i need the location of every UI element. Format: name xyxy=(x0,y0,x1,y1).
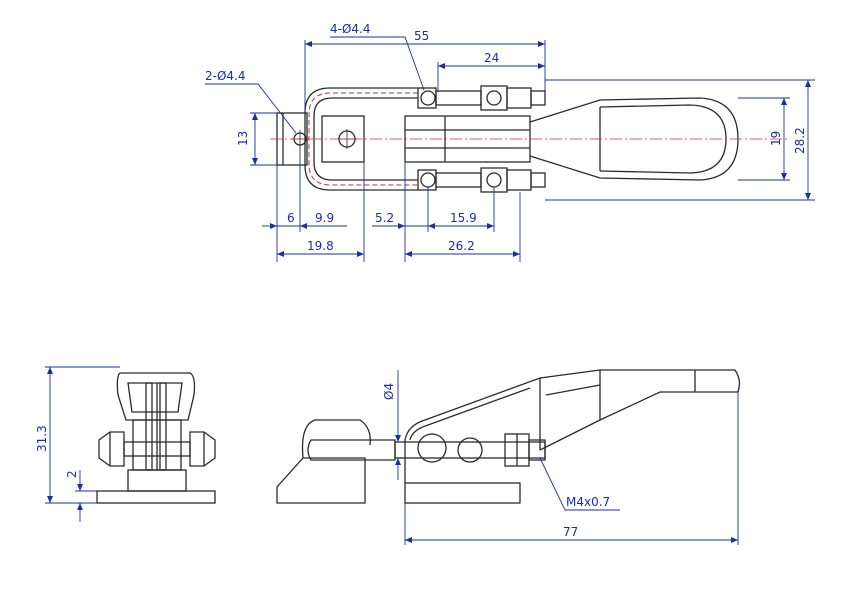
label-13: 13 xyxy=(236,131,250,146)
body-base-side xyxy=(404,482,521,504)
top-view-dimensions xyxy=(205,36,815,262)
side-view xyxy=(276,369,741,504)
label-2-holes: 2-Ø4.4 xyxy=(205,69,246,83)
label-4-holes: 4-Ø4.4 xyxy=(330,22,371,36)
label-9-9: 9.9 xyxy=(315,211,334,225)
label-19: 19 xyxy=(769,131,783,146)
top-view-labels: 4-Ø4.4 55 24 2-Ø4.4 13 19 28.2 6 9.9 5.2… xyxy=(205,22,807,253)
top-view xyxy=(270,85,790,193)
label-24: 24 xyxy=(484,51,499,65)
end-view xyxy=(96,372,216,504)
end-view-dimensions xyxy=(45,366,120,522)
handle-side xyxy=(539,369,741,451)
label-19-8: 19.8 xyxy=(307,239,334,253)
label-31-3: 31.3 xyxy=(35,425,49,452)
label-26-2: 26.2 xyxy=(448,239,475,253)
handle-end xyxy=(116,372,196,421)
label-28-2: 28.2 xyxy=(793,127,807,154)
label-dia-4: Ø4 xyxy=(382,383,396,400)
label-55: 55 xyxy=(414,29,429,43)
label-6: 6 xyxy=(287,211,295,225)
label-15-9: 15.9 xyxy=(450,211,477,225)
hook-plate-side xyxy=(276,457,366,504)
base-plate-end xyxy=(96,490,216,504)
label-5-2: 5.2 xyxy=(375,211,394,225)
label-77: 77 xyxy=(563,525,578,539)
label-2: 2 xyxy=(65,470,79,478)
side-view-dimensions xyxy=(395,370,739,545)
label-thread: M4x0.7 xyxy=(566,495,610,509)
